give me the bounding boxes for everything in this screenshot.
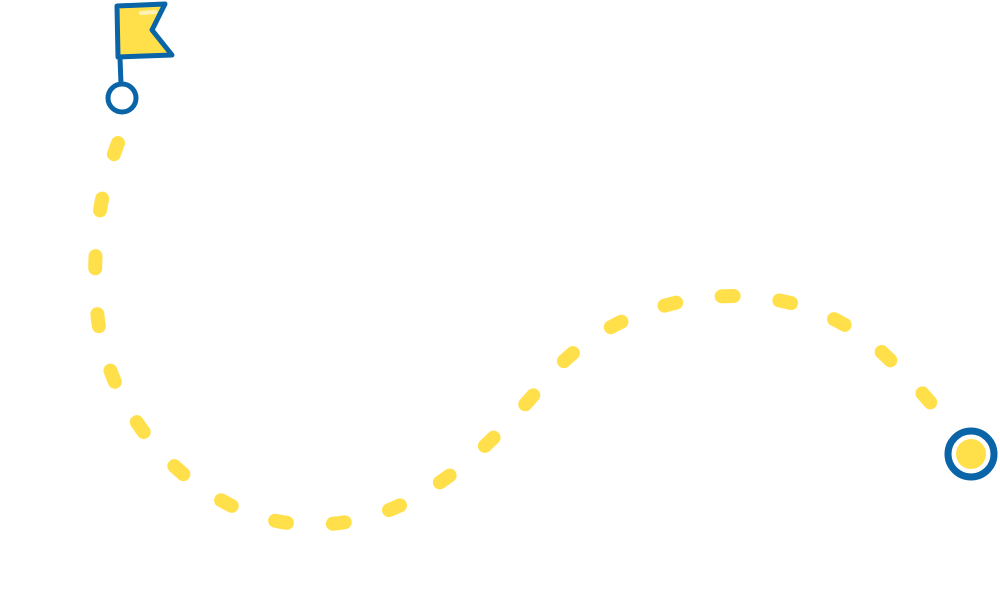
- dashed-route: [88, 136, 945, 532]
- flag-pole: [117, 55, 124, 87]
- start-circle: [105, 81, 139, 115]
- end-point: [944, 427, 998, 481]
- flag-icon: [114, 1, 175, 60]
